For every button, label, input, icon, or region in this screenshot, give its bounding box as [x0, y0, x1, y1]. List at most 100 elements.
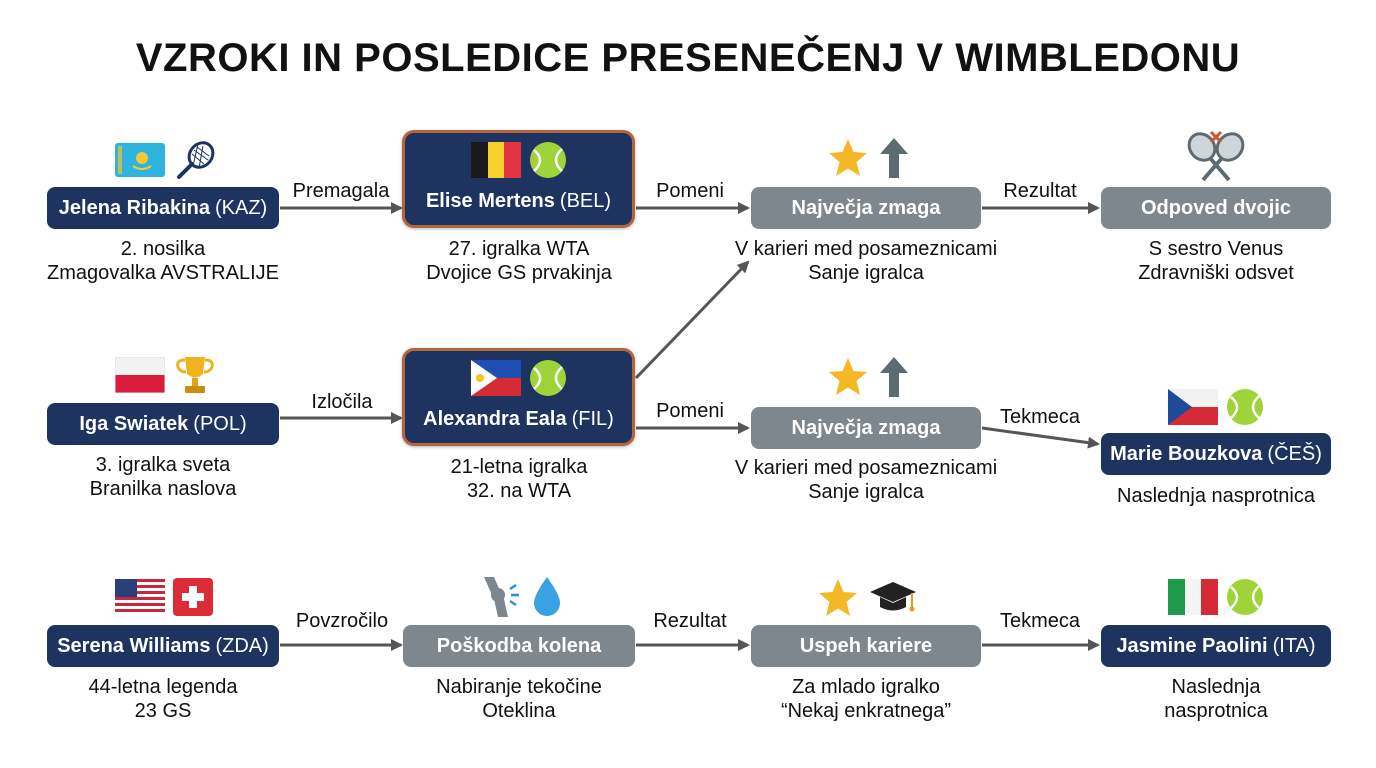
- caption-line: S sestro Venus: [1148, 238, 1284, 260]
- edge-label-r1-3: Rezultat: [1003, 180, 1077, 202]
- player-name: Serena Williams: [57, 634, 211, 657]
- caption-line: Zmagovalka AVSTRALIJE: [47, 262, 279, 284]
- icons-meaning-r2: [826, 355, 910, 399]
- caption-line: Dvojice GS prvakinja: [426, 262, 612, 284]
- node-meaning-r3[interactable]: Uspeh kariere: [751, 625, 981, 667]
- belgium-flag-icon: [471, 142, 521, 178]
- player-country: (ITA): [1272, 634, 1316, 657]
- player-name: Alexandra Eala: [423, 408, 567, 430]
- node-paolini[interactable]: Jasmine Paolini(ITA): [1101, 625, 1331, 667]
- player-country: (ZDA): [215, 634, 269, 657]
- node-outcome-r1[interactable]: Odpoved dvojic: [1101, 187, 1331, 229]
- caption-line: Sanje igralca: [808, 481, 924, 503]
- caption-line: V karieri med posameznicami: [734, 457, 998, 479]
- player-name: Jelena Ribakina: [58, 196, 210, 219]
- node-williams[interactable]: Serena Williams(ZDA): [47, 625, 279, 667]
- caption-line: Oteklina: [482, 700, 556, 722]
- tennis-ball-icon: [1227, 389, 1263, 425]
- icons-meaning-r1: [826, 136, 910, 180]
- caption-line: 27. igralka WTA: [448, 238, 590, 260]
- caption-bouzkova: Naslednja nasprotnica: [1066, 484, 1366, 508]
- icons-meaning-r3: [816, 576, 918, 620]
- kazakhstan-flag-icon: [115, 143, 165, 177]
- player-name: Jasmine Paolini: [1116, 634, 1268, 657]
- star-icon: [829, 358, 867, 395]
- caption-line: Branilka naslova: [89, 478, 237, 500]
- up-arrow-icon: [880, 138, 908, 178]
- poland-flag-icon: [115, 357, 165, 393]
- caption-line: 32. na WTA: [466, 480, 572, 502]
- up-arrow-icon: [880, 357, 908, 397]
- caption-line: 21-letna igralka: [450, 456, 588, 478]
- icons-williams: [115, 578, 213, 616]
- player-country: (BEL): [559, 190, 612, 212]
- caption-line: “Nekaj enkratnega”: [780, 700, 952, 722]
- icons-ribakina: [115, 140, 217, 180]
- icons-bouzkova: [1168, 388, 1264, 426]
- node-injury[interactable]: Poškodba kolena: [403, 625, 635, 667]
- caption-williams: 44-letna legenda 23 GS: [13, 675, 313, 723]
- philippines-flag-icon: [471, 360, 521, 396]
- arrow-r2-diagonal: [634, 260, 750, 380]
- node-eala[interactable]: Alexandra Eala(FIL): [402, 348, 635, 446]
- caption-line: Za mlado igralko: [792, 676, 940, 698]
- caption-line: nasprotnica: [1164, 700, 1268, 722]
- arrow-r2-3: [981, 426, 1100, 449]
- caption-meaning-r1: V karieri med posameznicami Sanje igralc…: [716, 237, 1016, 285]
- caption-line: Zdravniški odsvet: [1138, 262, 1294, 284]
- swiss-flag-icon: [173, 578, 213, 616]
- node-meaning-r2[interactable]: Največja zmaga: [751, 407, 981, 449]
- caption-eala: 21-letna igralka 32. na WTA: [369, 455, 669, 503]
- icons-swiatek: [115, 354, 217, 396]
- trophy-icon: [176, 357, 214, 393]
- crossed-rackets-icon: [1187, 130, 1245, 182]
- player-country: (ČEŠ): [1267, 442, 1322, 465]
- node-meaning-r1[interactable]: Največja zmaga: [751, 187, 981, 229]
- caption-line: Naslednja: [1171, 676, 1261, 698]
- caption-paolini: Naslednja nasprotnica: [1066, 675, 1366, 723]
- knee-joint-icon: [484, 577, 519, 617]
- edge-label-r2-1: Izločila: [311, 391, 373, 413]
- edge-label-r3-2: Rezultat: [653, 610, 727, 632]
- caption-line: Sanje igralca: [808, 262, 924, 284]
- caption-line: Nabiranje tekočine: [436, 676, 602, 698]
- node-bouzkova[interactable]: Marie Bouzkova(ČEŠ): [1101, 433, 1331, 475]
- star-icon: [829, 139, 867, 176]
- tennis-ball-icon: [1227, 579, 1263, 615]
- usa-flag-icon: [115, 579, 165, 615]
- player-country: (FIL): [571, 408, 614, 430]
- caption-swiatek: 3. igralka sveta Branilka naslova: [13, 453, 313, 501]
- node-ribakina[interactable]: Jelena Ribakina(KAZ): [47, 187, 279, 229]
- player-country: (POL): [193, 412, 247, 435]
- icons-injury: [478, 573, 562, 619]
- edge-label-r2-2: Pomeni: [656, 400, 724, 422]
- node-swiatek[interactable]: Iga Swiatek(POL): [47, 403, 279, 445]
- caption-ribakina: 2. nosilka Zmagovalka AVSTRALIJE: [13, 237, 313, 285]
- caption-mertens: 27. igralka WTA Dvojice GS prvakinja: [369, 237, 669, 285]
- star-icon: [819, 579, 857, 616]
- player-name: Elise Mertens: [425, 190, 555, 212]
- node-mertens[interactable]: Elise Mertens(BEL): [402, 130, 635, 228]
- edge-label-r2-3: Tekmeca: [999, 406, 1081, 428]
- caption-line: 3. igralka sveta: [95, 454, 231, 476]
- caption-meaning-r2: V karieri med posameznicami Sanje igralc…: [716, 456, 1016, 504]
- edge-label-r3-3: Tekmeca: [999, 610, 1081, 632]
- icons-paolini: [1168, 578, 1264, 616]
- tennis-racket-icon: [177, 141, 215, 179]
- caption-line: 44-letna legenda: [88, 676, 238, 698]
- caption-injury: Nabiranje tekočine Oteklina: [369, 675, 669, 723]
- italy-flag-icon: [1168, 579, 1218, 615]
- edge-label-r1-1: Premagala: [292, 180, 390, 202]
- page-title: VZROKI IN POSLEDICE PRESENEČENJ V WIMBLE…: [135, 36, 1241, 80]
- caption-line: 2. nosilka: [120, 238, 206, 260]
- caption-outcome-r1: S sestro Venus Zdravniški odsvet: [1066, 237, 1366, 285]
- graduation-cap-icon: [870, 582, 916, 612]
- icons-mertens: [471, 141, 567, 179]
- tennis-ball-icon: [530, 360, 566, 396]
- tennis-ball-icon: [530, 142, 566, 178]
- caption-line: Naslednja nasprotnica: [1117, 485, 1315, 507]
- edge-label-r3-1: Povzročilo: [295, 610, 389, 632]
- czech-flag-icon: [1168, 389, 1218, 425]
- player-name: Marie Bouzkova: [1110, 442, 1263, 465]
